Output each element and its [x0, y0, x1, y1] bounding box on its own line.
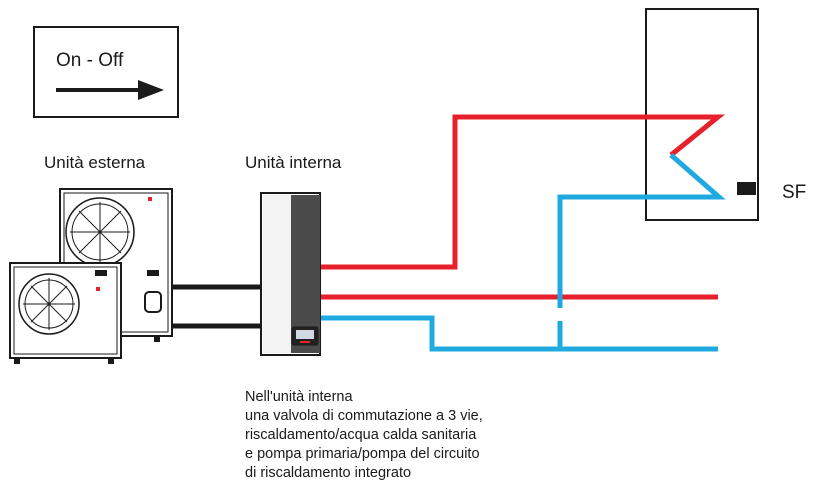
note-line: riscaldamento/acqua calda sanitaria — [245, 427, 477, 443]
legend-box — [33, 26, 179, 118]
legend-label: On - Off — [56, 50, 124, 71]
refrigerant-lines — [160, 284, 262, 329]
note-text: Nell'unità interna una valvola di commuta… — [245, 388, 483, 483]
sensor-label: SF — [782, 182, 807, 203]
indoor-unit — [260, 192, 321, 356]
outdoor-unit-front — [9, 262, 122, 364]
arrow-right-icon — [56, 80, 164, 100]
note-line: Nell'unità interna — [245, 389, 353, 405]
note-line: e pompa primaria/pompa del circuito — [245, 446, 480, 462]
note-line: di riscaldamento integrato — [245, 465, 412, 481]
outdoor-unit-label: Unità esterna — [44, 153, 146, 172]
note-line: una valvola di commutazione a 3 vie, — [245, 408, 483, 424]
supply-pipes — [318, 114, 726, 300]
return-pipes — [318, 153, 726, 352]
sensor-sf — [737, 182, 756, 195]
indoor-unit-label: Unità interna — [245, 153, 342, 172]
